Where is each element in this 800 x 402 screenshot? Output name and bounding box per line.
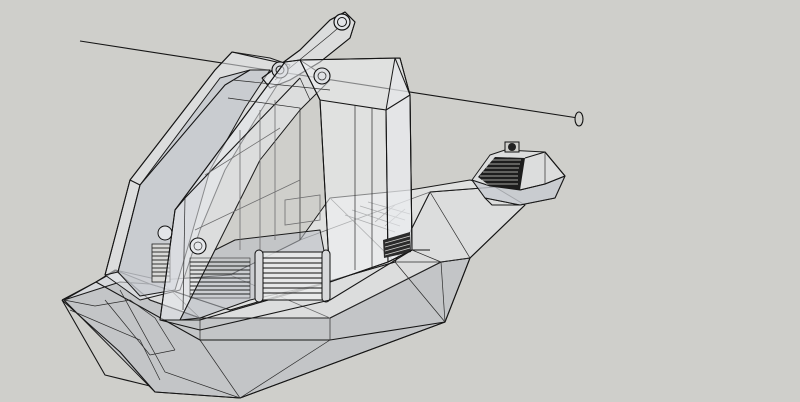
cabin-rear-shell[interactable] (104, 51, 291, 301)
radiator-grille-front (189, 249, 331, 303)
porthole-left (157, 225, 173, 241)
porthole-front (189, 237, 207, 255)
side-grille-left (151, 243, 171, 283)
rear-pod[interactable] (471, 141, 566, 206)
guide-end-marker[interactable] (574, 111, 584, 127)
side-vent-right (383, 232, 411, 258)
